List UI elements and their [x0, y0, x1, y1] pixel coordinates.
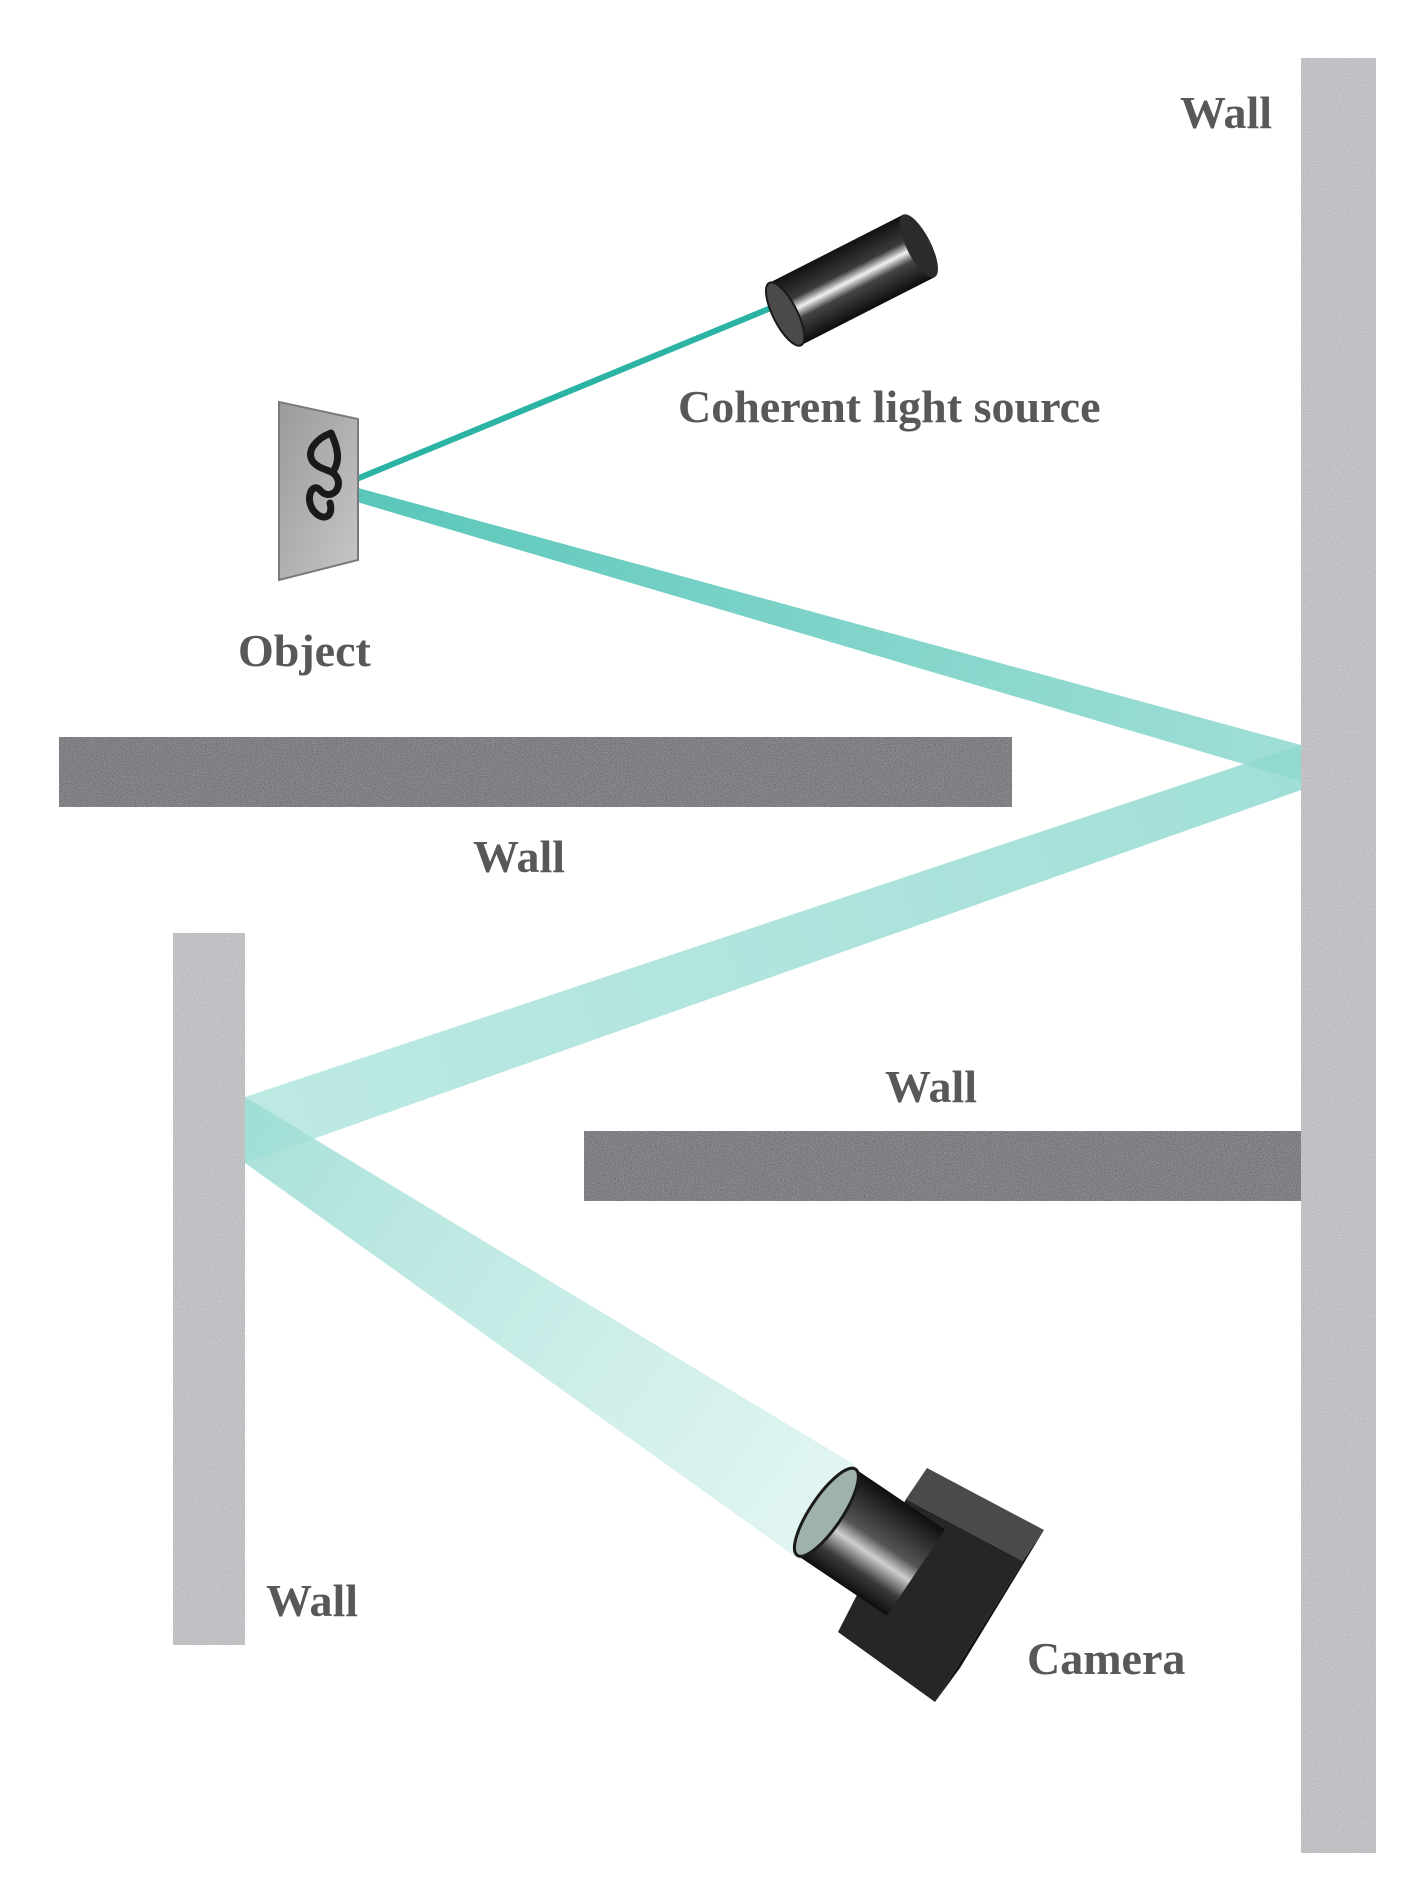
wall-right — [1301, 58, 1376, 1853]
light-source-label: Coherent light source — [678, 381, 1101, 432]
wall-lower-label: Wall — [885, 1061, 978, 1112]
wall-left — [173, 933, 245, 1645]
camera-icon — [792, 1466, 1044, 1702]
laser-beam — [328, 302, 780, 493]
object-label: Object — [238, 625, 371, 676]
wall-right-label: Wall — [1180, 87, 1273, 138]
wall-upper — [59, 737, 1012, 807]
wall-upper-label: Wall — [473, 831, 566, 882]
wall-left-label: Wall — [266, 1575, 359, 1626]
light-source — [765, 214, 938, 347]
beam-wall-to-camera — [245, 1097, 855, 1560]
object-target — [278, 400, 359, 582]
beam-object-to-wall — [326, 483, 1301, 781]
beam-wall-to-wall — [245, 745, 1301, 1163]
camera-label: Camera — [1027, 1633, 1186, 1684]
wall-lower — [584, 1131, 1301, 1201]
